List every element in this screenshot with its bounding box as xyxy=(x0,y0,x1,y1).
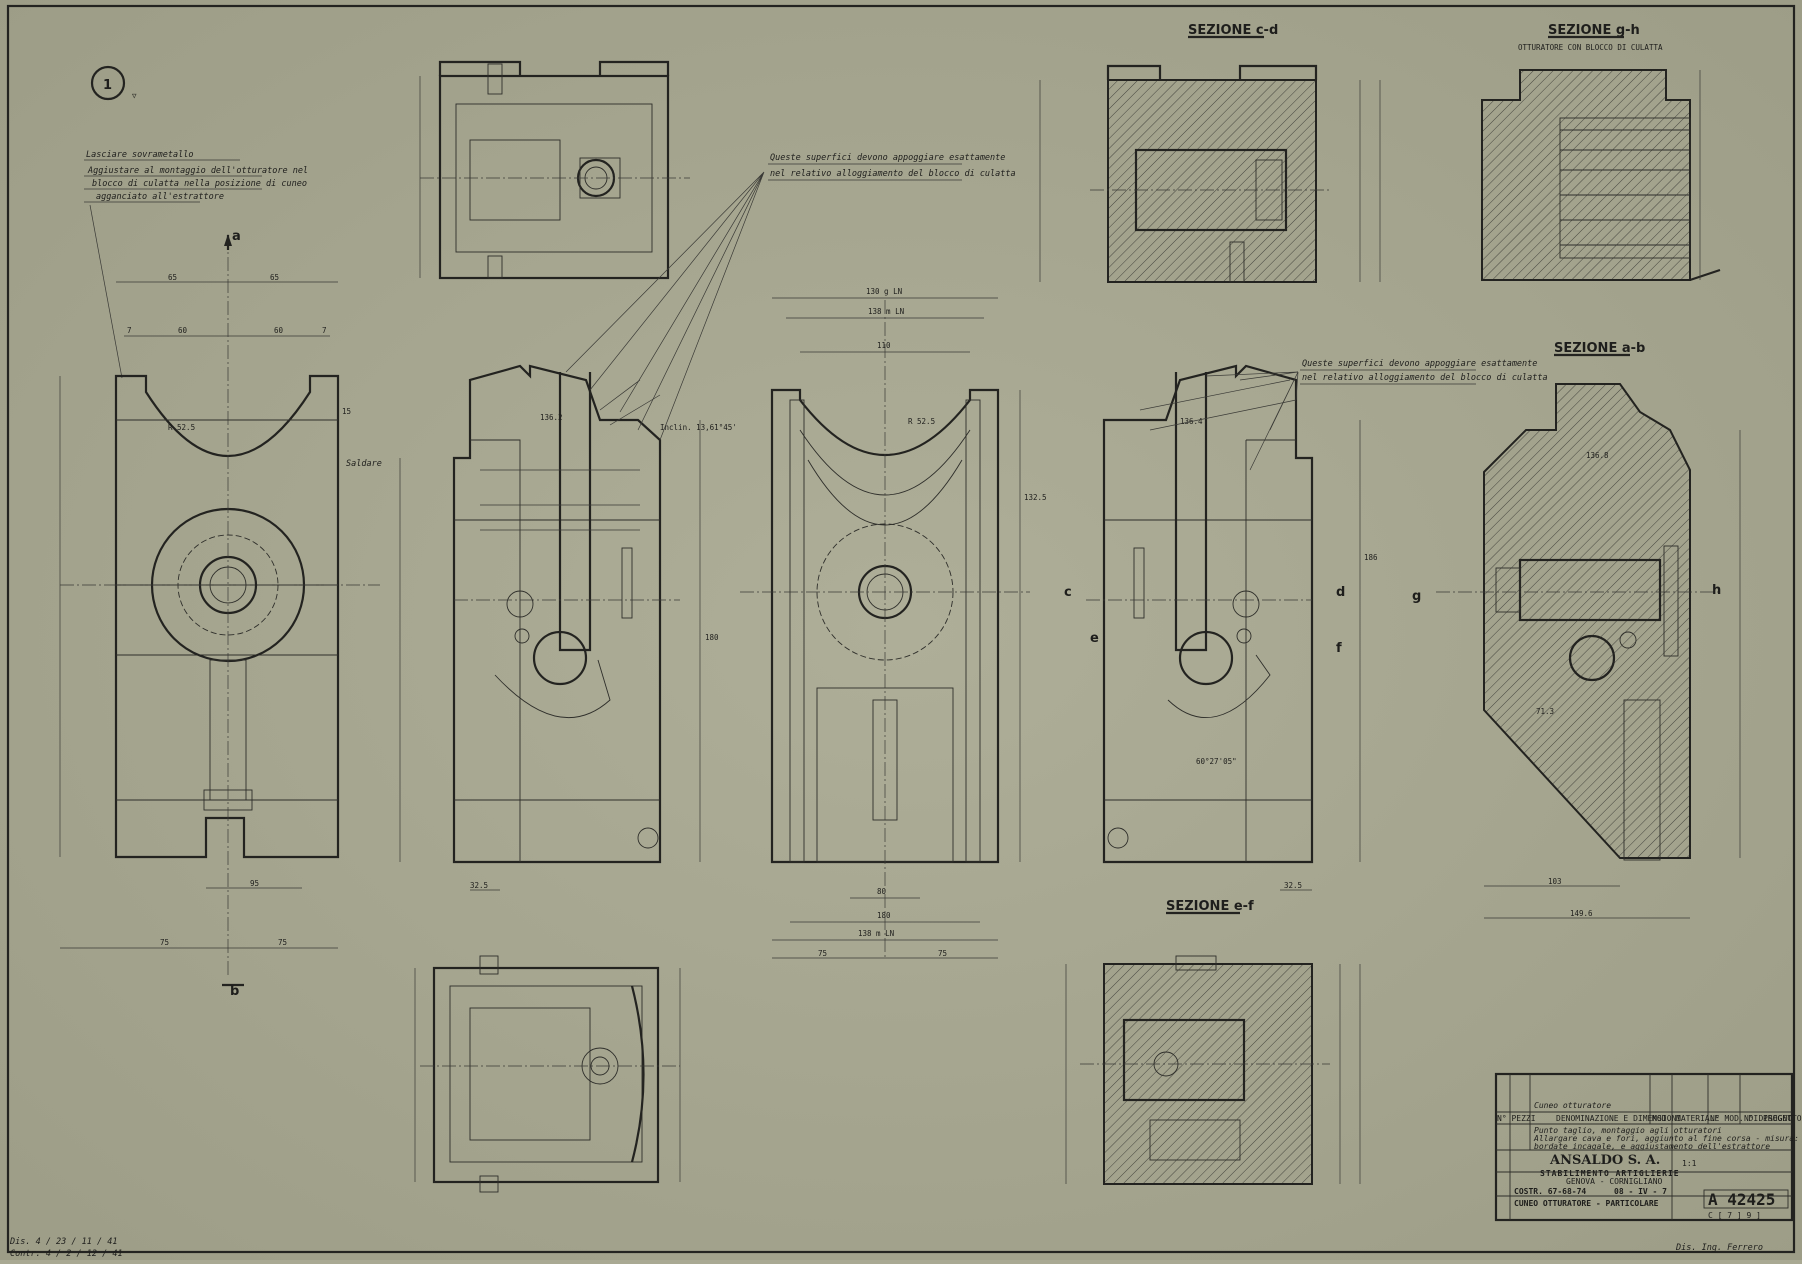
note-surfaces-left-2: nel relativo alloggiamento del blocco di… xyxy=(770,169,1016,179)
label-sezione-ef: SEZIONE e-f xyxy=(1166,899,1254,914)
dim-103: 103 xyxy=(1548,877,1562,886)
detail-number: 1 xyxy=(103,78,112,93)
section-gh: SEZIONE g-h OTTURATORE CON BLOCCO DI CUL… xyxy=(1481,23,1721,282)
tb-scale: 1:1 xyxy=(1682,1159,1697,1168)
tb-header-disegno: N° DISEGNO xyxy=(1744,1114,1792,1123)
dim-angle: 60°27'05" xyxy=(1196,757,1237,766)
tb-header-progetto: N° MOD. DI PROGETTO xyxy=(1710,1114,1802,1123)
label-sezione-ab: SEZIONE a-b xyxy=(1554,341,1645,356)
dim-60-right: 60 xyxy=(274,326,284,335)
cut-marker-d: d xyxy=(1336,585,1345,600)
note-line: blocco di culatta nella posizione di cun… xyxy=(92,179,307,189)
label-sezione-gh: SEZIONE g-h xyxy=(1548,23,1640,38)
dim-65-right: 65 xyxy=(270,273,279,282)
tb-header-denominazione: DENOMINAZIONE E DIMENSIONI xyxy=(1556,1114,1681,1123)
dim-138mLN: 138 m LN xyxy=(868,307,904,316)
cut-marker-f: f xyxy=(1336,641,1342,656)
dim-32-5-left: 32.5 xyxy=(470,881,488,890)
tb-code: 08 - IV - 7 xyxy=(1614,1187,1667,1196)
cut-marker-e: e xyxy=(1090,631,1099,646)
dim-75-right: 75 xyxy=(278,938,287,947)
dim-180-left: 180 xyxy=(705,633,719,642)
dim-r52: R 52.5 xyxy=(168,423,195,432)
tb-revision-3: bordate incagale, e aggiustamento dell'e… xyxy=(1534,1142,1770,1151)
tb-revision-2: Allargare cava e fori, aggiunto al fine … xyxy=(1533,1134,1802,1143)
note-surfaces-left-1: Queste superfici devono appoggiare esatt… xyxy=(770,153,1005,163)
signature-checked: Contr. 4 / 2 / 12 / 41 xyxy=(10,1249,123,1259)
tb-division: STABILIMENTO ARTIGLIERIE xyxy=(1540,1169,1680,1178)
view-section-left: 136.2 Inclin. 13,61°45' 32.5 180 xyxy=(399,364,737,891)
dim-7-left: 7 xyxy=(127,326,132,335)
dim-149-6: 149.6 xyxy=(1570,909,1593,918)
dim-180-bottom: 180 xyxy=(877,911,891,920)
dim-130gLN: 130 g LN xyxy=(866,287,902,296)
note-surfaces-right-2: nel relativo alloggiamento del blocco di… xyxy=(1302,373,1548,383)
tb-part-name: CUNEO OTTURATORE - PARTICOLARE xyxy=(1514,1199,1659,1208)
cut-marker-h: h xyxy=(1712,583,1721,598)
dim-95: 95 xyxy=(250,879,259,888)
tb-construction: COSTR. 67-68-74 xyxy=(1514,1187,1586,1196)
tb-header-mod: MOD. xyxy=(1652,1114,1671,1123)
notes-top-left: Lasciare sovrametallo Aggiustare al mont… xyxy=(84,150,308,379)
dim-r52-center: R 52.5 xyxy=(908,417,935,426)
signature-drawn: Dis. 4 / 23 / 11 / 41 xyxy=(9,1237,117,1247)
note-surfaces-right-1: Queste superfici devono appoggiare esatt… xyxy=(1302,359,1537,369)
dim-inclination: Inclin. 13,61°45' xyxy=(660,423,737,432)
signature-right: Dis. Ing. Ferrero xyxy=(1675,1243,1763,1253)
dim-80: 80 xyxy=(877,887,887,896)
note-line: agganciato all'estrattore xyxy=(96,192,224,202)
section-ab: SEZIONE a-b g h 136.8 71.3 103 149.6 xyxy=(1412,341,1741,919)
dim-71-3: 71.3 xyxy=(1536,707,1554,716)
note-line: Aggiustare al montaggio dell'otturatore … xyxy=(87,166,308,176)
note-line: Lasciare sovrametallo xyxy=(86,150,193,160)
dim-136-2: 136.2 xyxy=(540,413,563,422)
cut-marker-c: c xyxy=(1064,585,1072,600)
label-sezione-cd: SEZIONE c-d xyxy=(1188,23,1278,38)
dim-32-5-right: 32.5 xyxy=(1284,881,1302,890)
sheet-border xyxy=(6,4,1796,1254)
tb-header-pezzi: N° PEZZI xyxy=(1497,1114,1536,1123)
tb-city: GENOVA - CORNIGLIANO xyxy=(1566,1177,1663,1186)
cut-marker-g: g xyxy=(1412,589,1421,604)
view-top-left xyxy=(419,60,690,280)
dim-65-left: 65 xyxy=(168,273,177,282)
signatures: Dis. 4 / 23 / 11 / 41 Contr. 4 / 2 / 12 … xyxy=(9,1237,1763,1259)
dim-75-c1: 75 xyxy=(818,949,827,958)
cut-marker-a: a xyxy=(232,229,241,244)
dim-138mLN-bottom: 138 m LN xyxy=(858,929,894,938)
section-ef: SEZIONE e-f xyxy=(1065,899,1361,1185)
label-gh-subtitle: OTTURATORE CON BLOCCO DI CULATTA xyxy=(1518,43,1663,52)
dim-75-c2: 75 xyxy=(938,949,947,958)
tb-sub-number: C [ 7 ] 9 ] xyxy=(1708,1211,1761,1220)
tb-header-materiale: MATERIALE xyxy=(1676,1114,1720,1123)
finish-symbol: ▽ xyxy=(132,91,137,100)
dim-136-8: 136.8 xyxy=(1586,451,1609,460)
dim-132-5: 132.5 xyxy=(1024,493,1047,502)
cut-marker-b: b xyxy=(230,984,239,999)
tb-revision-1: Punto taglio, montaggio agli otturatori xyxy=(1534,1126,1722,1135)
dim-75-left: 75 xyxy=(160,938,169,947)
leader-lines: Queste superfici devono appoggiare esatt… xyxy=(565,153,1548,471)
view-front-center: 130 g LN 138 m LN 110 R 52.5 80 180 138 … xyxy=(740,287,1047,960)
view-section-right: c d e f 136.4 60°27'05" 32.5 186 xyxy=(1064,364,1378,891)
title-block: Cuneo otturatore N° PEZZI DENOMINAZIONE … xyxy=(1494,1072,1802,1222)
view-bottom-left xyxy=(414,955,681,1193)
dim-60-left: 60 xyxy=(178,326,188,335)
tb-company: ANSALDO S. A. xyxy=(1549,1153,1660,1168)
view-front-left: a b 65 65 60 60 7 7 95 75 75 15 Saldare … xyxy=(59,229,382,999)
dim-7-right: 7 xyxy=(322,326,327,335)
detail-callout: 1 ▽ xyxy=(90,65,137,101)
tb-part-row: Cuneo otturatore xyxy=(1534,1101,1611,1110)
dim-186: 186 xyxy=(1364,553,1378,562)
label-saldare: Saldare xyxy=(346,459,382,469)
section-cd: SEZIONE c-d xyxy=(1039,23,1381,283)
dim-110: 110 xyxy=(877,341,891,350)
tb-drawing-number: A 42425 xyxy=(1708,1190,1775,1209)
dim-15: 15 xyxy=(342,407,351,416)
